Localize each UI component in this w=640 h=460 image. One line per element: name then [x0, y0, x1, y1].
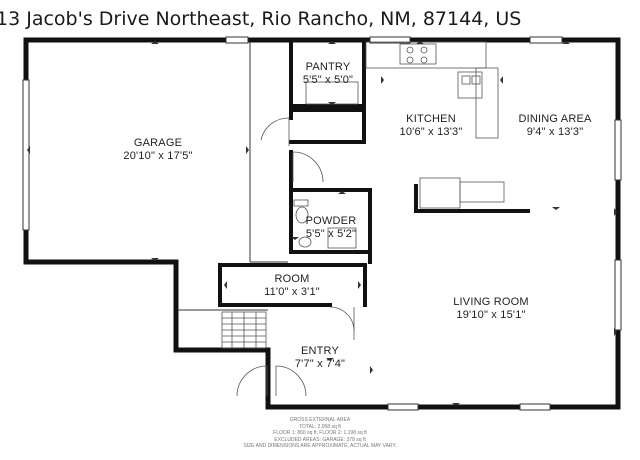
powder-label: POWDER 5'5" x 5'2" — [292, 215, 370, 241]
stairs — [221, 311, 267, 349]
pantry-label: PANTRY 5'5" x 5'0" — [292, 61, 364, 87]
thin-walls — [178, 42, 288, 311]
entry-label: ENTRY 7'7" x 7'4" — [260, 345, 380, 371]
dining-dims: 9'4" x 13'3" — [526, 126, 584, 138]
kitchen-name: KITCHEN — [406, 113, 456, 125]
dimension-ticks — [27, 41, 617, 406]
kitchen-label: KITCHEN 10'6" x 13'3" — [376, 113, 486, 139]
room-label: ROOM 11'0" x 3'1" — [232, 273, 352, 299]
entry-dims: 7'7" x 7'4" — [294, 358, 346, 370]
living-label: LIVING ROOM 19'10" x 15'1" — [426, 296, 556, 322]
dining-label: DINING AREA 9'4" x 13'3" — [500, 113, 610, 139]
interior-walls — [218, 38, 530, 307]
room-dims: 11'0" x 3'1" — [264, 286, 320, 298]
area-summary-disclaimer: SIZE AND DIMENSIONS ARE APPROXIMATE, ACT… — [243, 443, 397, 449]
listing-address-header: 13 Jacob's Drive Northeast, Rio Rancho, … — [0, 0, 640, 38]
area-summary-title: GROSS EXTERNAL AREA — [289, 417, 351, 423]
pantry-dims: 5'5" x 5'0" — [302, 74, 354, 86]
area-summary-floors: FLOOR 1: 860 sq ft, FLOOR 2: 1,198 sq ft — [273, 430, 367, 436]
garage-name: GARAGE — [133, 137, 183, 149]
area-summary-excluded: EXCLUDED AREAS: GARAGE: 378 sq ft — [274, 436, 366, 443]
dining-name: DINING AREA — [518, 113, 592, 125]
address-text: 13 Jacob's Drive Northeast, Rio Rancho, … — [0, 8, 522, 30]
pantry-name: PANTRY — [305, 61, 351, 73]
powder-fixtures — [293, 199, 357, 249]
living-dims: 19'10" x 15'1" — [456, 309, 526, 321]
area-summary: GROSS EXTERNAL AREA TOTAL: 2,058 sq ft F… — [200, 417, 440, 450]
garage-dims: 20'10" x 17'5" — [123, 150, 193, 162]
powder-dims: 5'5" x 5'2" — [305, 228, 357, 240]
entry-name: ENTRY — [300, 345, 340, 357]
garage-label: GARAGE 20'10" x 17'5" — [88, 137, 228, 163]
windows — [22, 36, 622, 411]
kitchen-dims: 10'6" x 13'3" — [399, 126, 463, 138]
powder-name: POWDER — [305, 215, 357, 227]
room-name: ROOM — [274, 273, 310, 285]
area-summary-total: TOTAL: 2,058 sq ft — [299, 423, 341, 430]
living-name: LIVING ROOM — [453, 296, 529, 308]
doors — [236, 117, 355, 397]
